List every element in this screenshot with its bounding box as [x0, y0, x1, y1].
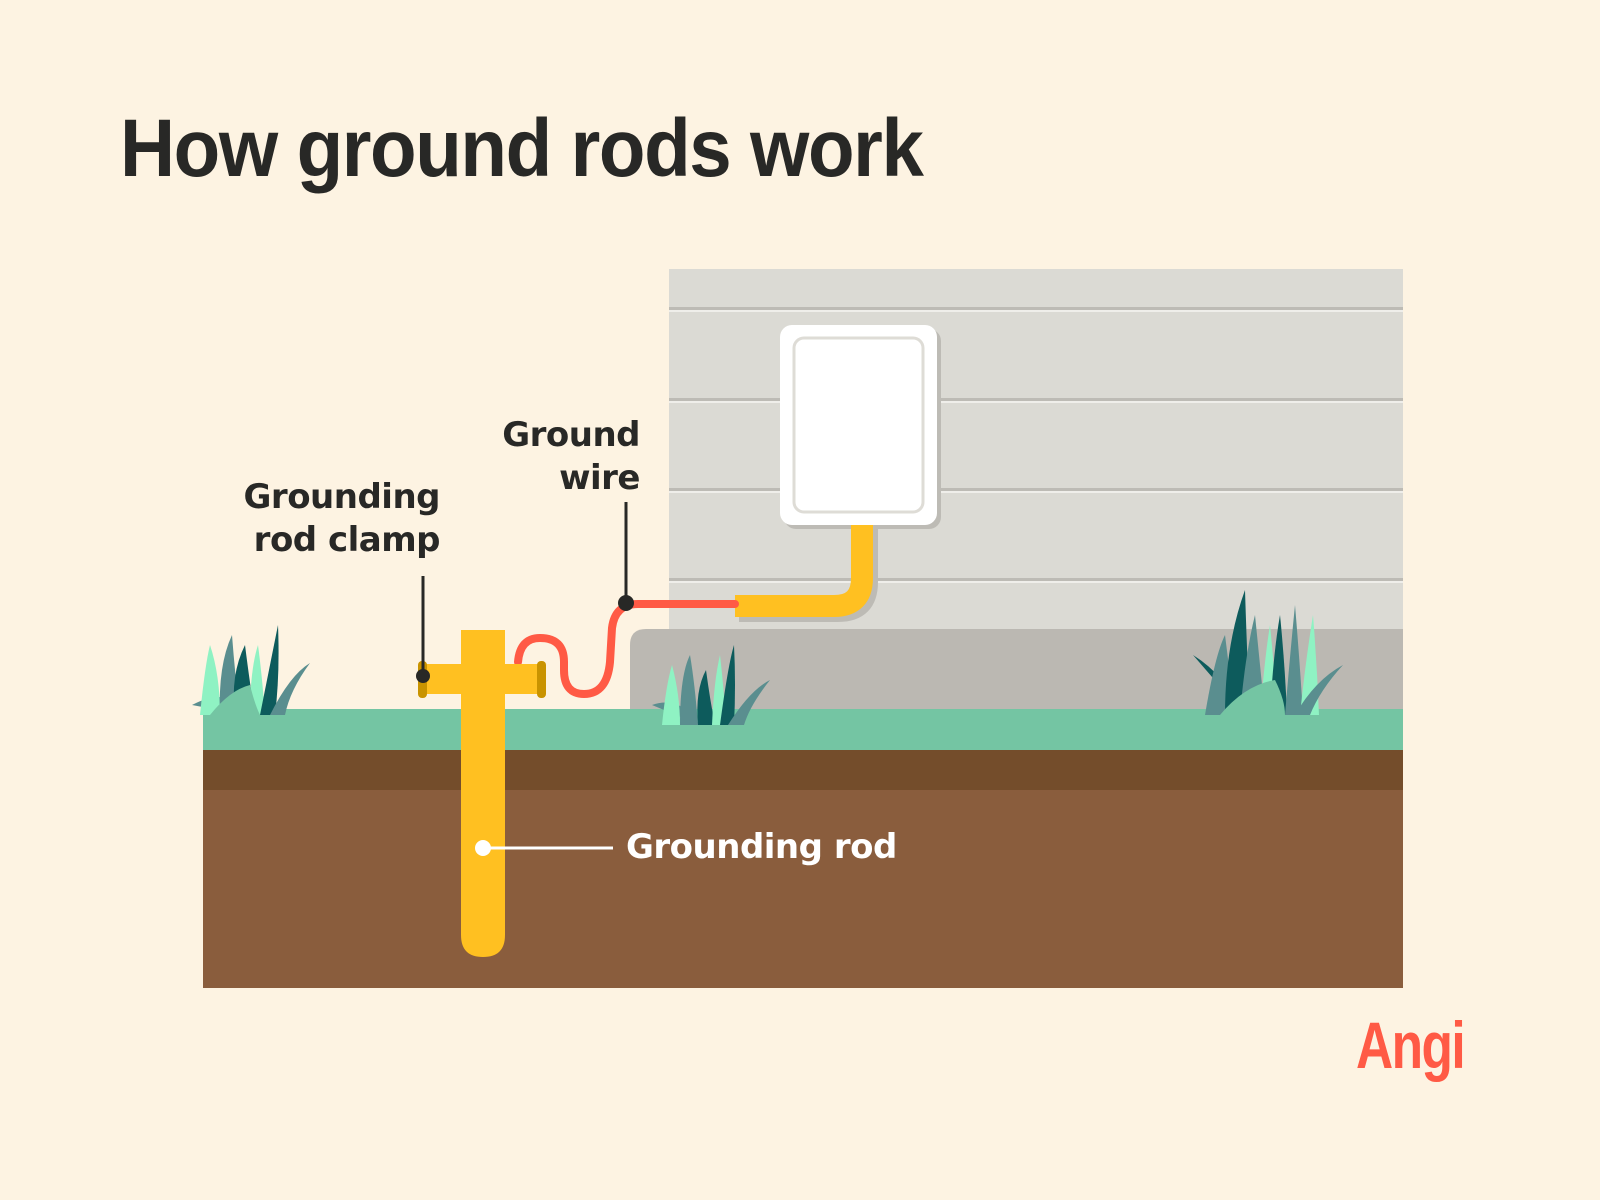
label-grounding-rod-clamp: Grounding rod clamp	[243, 476, 441, 562]
grass-tuft-left	[192, 625, 310, 715]
grass-tuft-right	[1193, 590, 1343, 715]
callout-clamp	[416, 576, 430, 683]
topsoil-layer	[203, 750, 1403, 790]
grass-strip	[203, 709, 1403, 750]
label-line: Grounding	[243, 477, 441, 517]
callout-dot	[475, 840, 491, 856]
label-grounding-rod: Grounding rod	[626, 827, 897, 867]
siding-lines	[669, 307, 1403, 583]
label-line: rod clamp	[253, 520, 441, 560]
conduit	[735, 525, 878, 622]
ground	[203, 709, 1403, 988]
panel-door	[792, 336, 925, 514]
grounding-rod	[461, 630, 505, 957]
callout-wire	[618, 502, 634, 611]
soil-layer	[203, 790, 1403, 988]
grass-tuft-middle	[652, 645, 770, 725]
label-line: Ground	[502, 415, 640, 455]
ground-wire	[514, 600, 739, 699]
page-title: How ground rods work	[120, 103, 924, 194]
callout-dot	[618, 595, 634, 611]
angi-logo: Angi	[1356, 1008, 1466, 1082]
label-line: wire	[559, 458, 640, 498]
house-wall	[630, 269, 1403, 710]
panel-box	[780, 325, 937, 525]
electrical-panel	[780, 325, 941, 529]
label-ground-wire: Ground wire	[502, 414, 640, 500]
callout-dot	[416, 669, 430, 683]
callout-rod	[475, 840, 613, 856]
grounding-rod-clamp	[418, 661, 546, 698]
